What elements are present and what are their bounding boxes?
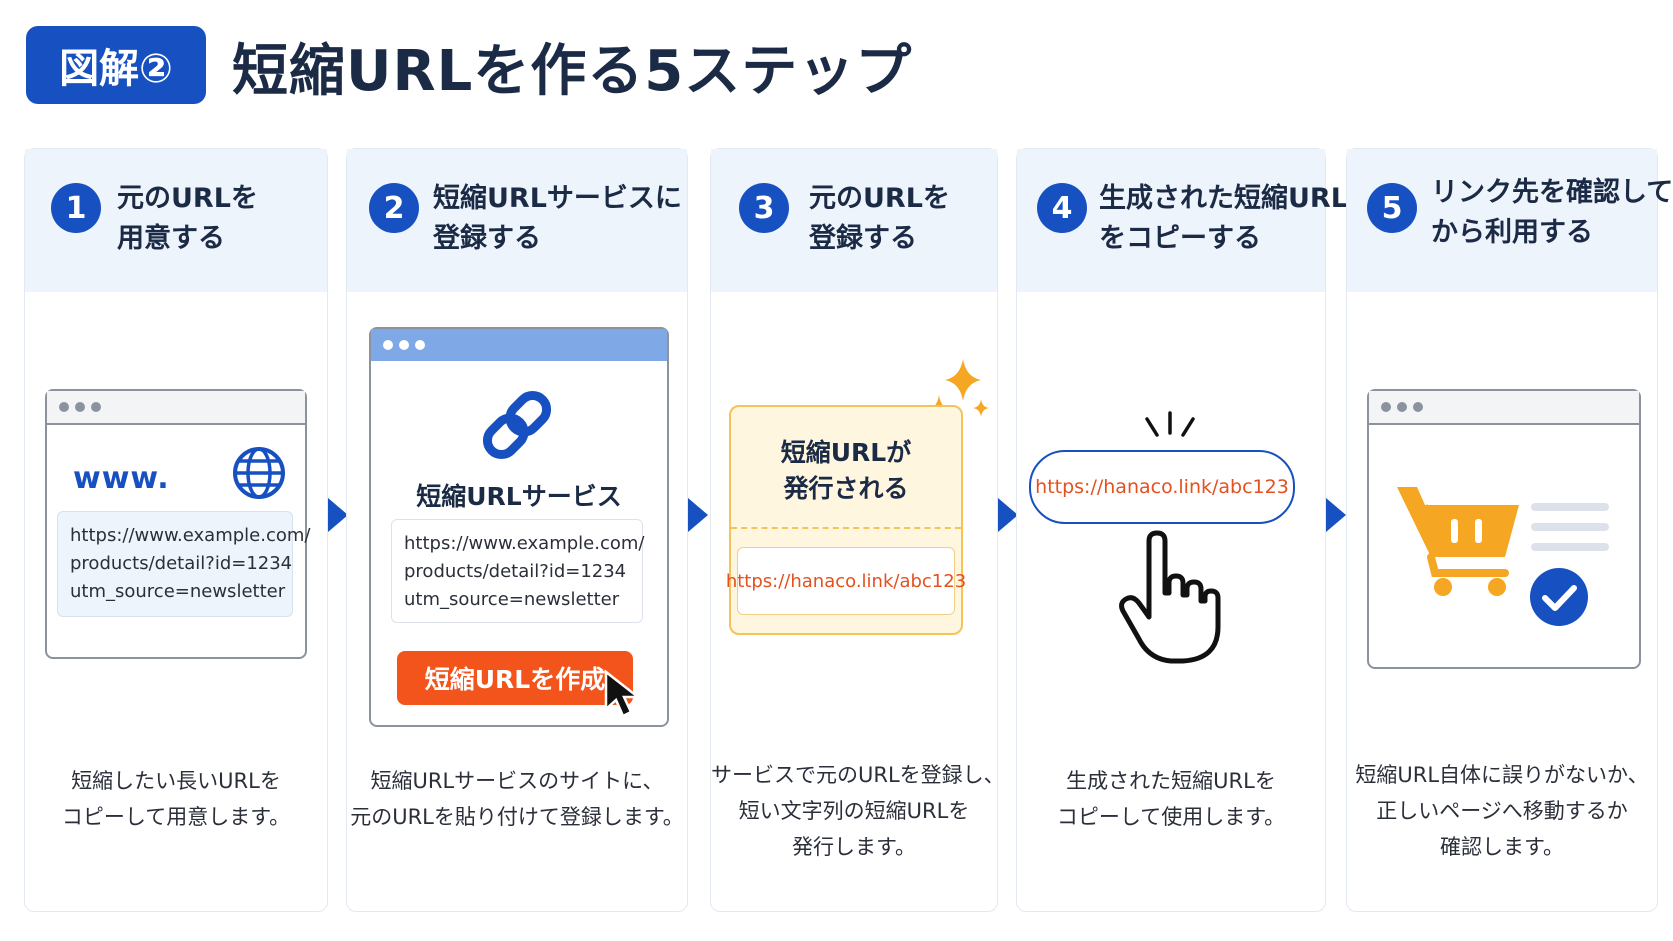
- service-name: 短縮URLサービス: [416, 482, 622, 511]
- window-title-bar: [1369, 391, 1639, 425]
- step-title: リンク先を確認して から利用する: [1431, 177, 1673, 248]
- service-window: 短縮URLサービス https://www.example.com/ produ…: [369, 327, 669, 727]
- step-description: 短縮したい長いURLを コピーして用意します。: [61, 769, 291, 829]
- figure-badge: 図解②: [26, 26, 206, 104]
- step-description: サービスで元のURLを登録し、 短い文字列の短縮URLを 発行します。: [711, 763, 1005, 859]
- destination-page-window: [1367, 389, 1641, 669]
- pointing-hand-icon: [1119, 530, 1221, 664]
- globe-icon: [233, 447, 285, 499]
- step-description: 短縮URLサービスのサイトに、 元のURLを貼り付けて登録します。: [350, 769, 684, 829]
- step-number: 3: [739, 183, 789, 233]
- link-chain-icon: [482, 390, 552, 460]
- issued-label: 短縮URLが 発行される: [780, 438, 912, 503]
- step-panel-5: 5 リンク先を確認して から利用する 短縮URL自体に誤りがないか、 正しいペー…: [1346, 148, 1673, 912]
- arrow-right-icon: [328, 498, 348, 532]
- content-line: [1531, 543, 1609, 551]
- short-url-text: https://hanaco.link/abc123: [726, 547, 966, 615]
- issued-url-card: 短縮URLが 発行される https://hanaco.link/abc123: [726, 405, 966, 635]
- step-title: 元のURLを 登録する: [809, 183, 950, 254]
- step-panel-2: 2 短縮URLサービスに 登録する 短縮URLサービス https://www.…: [346, 148, 688, 912]
- step-number: 5: [1367, 183, 1417, 233]
- short-url-field[interactable]: https://hanaco.link/abc123: [1029, 450, 1295, 524]
- step-panel-1: 1 元のURLを 用意する www. https://www.example.c…: [24, 148, 328, 912]
- create-short-url-button[interactable]: 短縮URLを作成: [397, 651, 633, 705]
- page-title: 短縮URLを作る5ステップ: [232, 38, 913, 104]
- window-title-bar: [371, 329, 667, 361]
- arrow-right-icon: [998, 498, 1018, 532]
- step-description: 短縮URL自体に誤りがないか、 正しいページへ移動するか 確認します。: [1355, 763, 1649, 859]
- step-title: 短縮URLサービスに 登録する: [433, 183, 682, 254]
- step-number: 2: [369, 183, 419, 233]
- arrow-right-icon: [1326, 498, 1346, 532]
- www-label: www.: [73, 461, 170, 496]
- step-description: 生成された短縮URLを コピーして使用します。: [1056, 769, 1286, 829]
- step-header: 3 元のURLを 登録する: [711, 149, 997, 292]
- step-title: 生成された短縮URL をコピーする: [1099, 183, 1348, 254]
- content-line: [1531, 523, 1609, 531]
- step-header: 5 リンク先を確認して から利用する: [1347, 149, 1673, 292]
- window-title-bar: [47, 391, 305, 425]
- step-number: 1: [51, 183, 101, 233]
- dashed-divider: [731, 527, 961, 529]
- step-panel-3: 3 元のURLを 登録する 短縮URLが 発行される https://hanac…: [710, 148, 1005, 912]
- click-burst-icon: [1145, 411, 1195, 437]
- arrow-right-icon: [688, 498, 708, 532]
- long-url-text: https://www.example.com/ products/detail…: [57, 511, 310, 617]
- step-header: 2 短縮URLサービスに 登録する: [347, 149, 687, 292]
- browser-window-icon: www. https://www.example.com/ products/d…: [45, 389, 310, 659]
- step-header: 1 元のURLを 用意する: [25, 149, 327, 292]
- step-title: 元のURLを 用意する: [117, 183, 258, 254]
- step-number: 4: [1037, 183, 1087, 233]
- content-line: [1531, 503, 1609, 511]
- step-panel-4: 4 生成された短縮URL をコピーする https://hanaco.link/…: [1016, 148, 1348, 912]
- url-input[interactable]: https://www.example.com/ products/detail…: [391, 519, 644, 623]
- step-header: 4 生成された短縮URL をコピーする: [1017, 149, 1348, 292]
- check-circle-icon: [1530, 568, 1588, 626]
- shopping-cart-icon: [1397, 487, 1519, 596]
- mouse-cursor-icon: [604, 669, 642, 718]
